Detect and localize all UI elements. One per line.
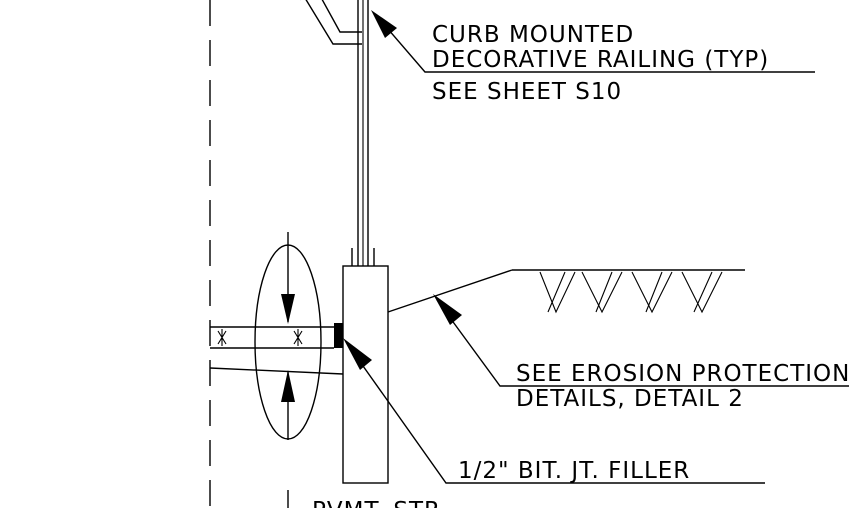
dimension-arrow-bottom	[281, 370, 295, 440]
pavement-slab	[209, 326, 344, 375]
label-filler: 1/2" BIT. JT. FILLER	[458, 458, 690, 484]
railing-top-bend	[300, 0, 362, 45]
label-railing-ref: SEE SHEET S10	[432, 79, 622, 105]
leader-railing	[371, 10, 815, 73]
label-railing-line1: CURB MOUNTED	[432, 22, 634, 48]
joint-filler	[334, 323, 343, 348]
label-erosion-line2: DETAILS, DETAIL 2	[516, 386, 744, 412]
leader-filler	[343, 338, 765, 484]
label-pavement: PVMT. STR.	[312, 498, 449, 508]
ground-slope	[387, 269, 745, 314]
label-railing-line2: DECORATIVE RAILING (TYP)	[432, 47, 769, 73]
label-erosion-line1: SEE EROSION PROTECTION	[516, 361, 849, 387]
concrete-curb	[342, 265, 389, 484]
railing-post	[351, 0, 375, 266]
leader-erosion	[433, 294, 849, 387]
dimension-arrow-top	[281, 232, 295, 324]
